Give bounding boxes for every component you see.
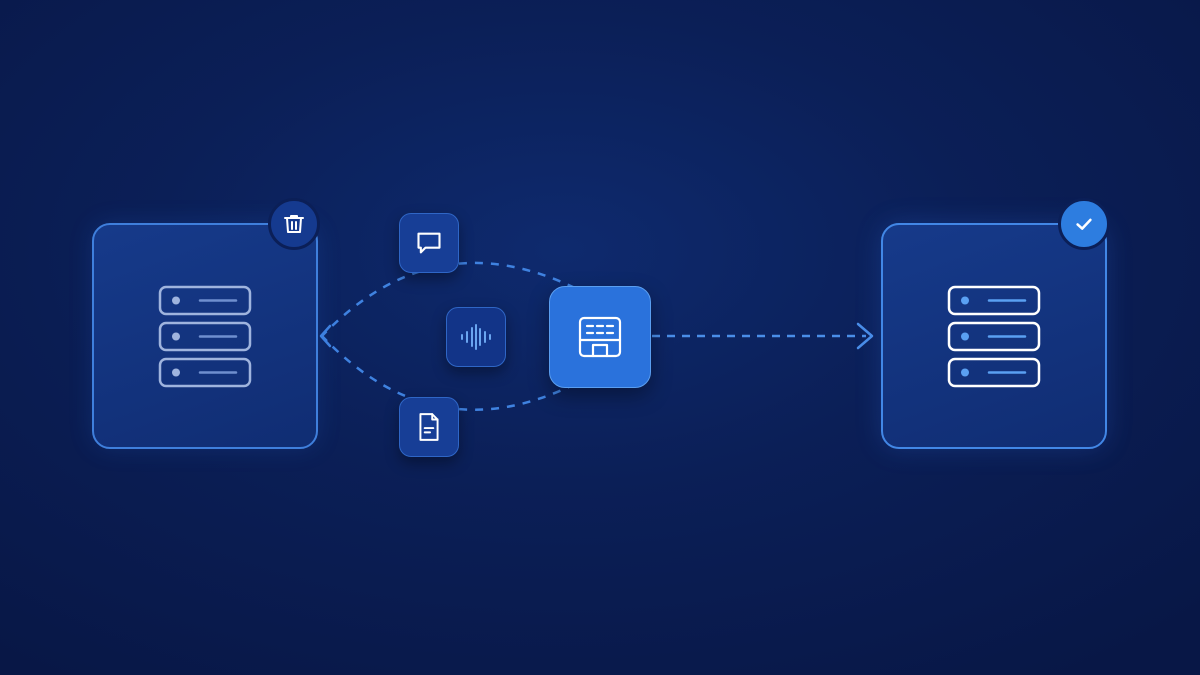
source-arrowhead <box>319 324 332 348</box>
storefront-hub-tile <box>549 286 651 388</box>
check-icon <box>1076 218 1092 230</box>
document-tile <box>399 397 459 457</box>
source-server-box <box>92 223 318 449</box>
trash-icon <box>284 215 304 233</box>
chat-tile <box>399 213 459 273</box>
verified-badge[interactable] <box>1058 198 1110 250</box>
audio-waveform-icon <box>461 324 491 350</box>
destination-server-box <box>881 223 1107 449</box>
audio-tile <box>446 307 506 367</box>
target-arrowhead <box>856 322 874 350</box>
delete-badge[interactable] <box>268 198 320 250</box>
server-stack-icon <box>158 285 252 388</box>
server-stack-icon <box>947 285 1041 388</box>
document-icon <box>419 413 439 441</box>
storefront-icon <box>578 316 622 358</box>
chat-bubble-icon <box>417 232 441 254</box>
